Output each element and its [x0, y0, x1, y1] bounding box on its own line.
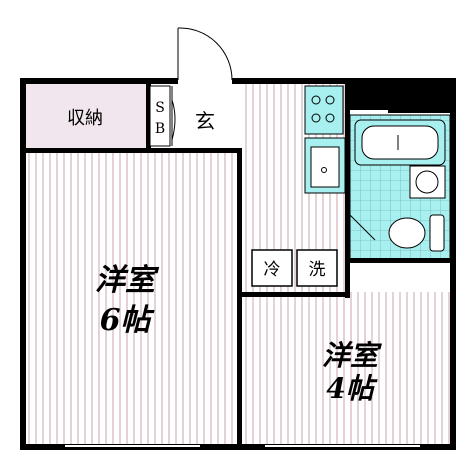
wall-bath-bottom	[345, 258, 456, 263]
room-western-6-size: 6帖	[100, 303, 156, 338]
wall-bath-left	[345, 110, 350, 298]
bathtub-icon	[354, 119, 446, 166]
sink-icon	[304, 137, 346, 194]
wall-right	[450, 78, 456, 450]
washer-space	[296, 249, 338, 287]
wall-6-right	[237, 148, 242, 298]
washbasin-icon	[409, 165, 446, 199]
shoe-box	[149, 85, 171, 147]
storage-floor	[25, 84, 147, 150]
shoe-box-label-b: B	[155, 121, 165, 137]
entrance-door-icon	[171, 99, 176, 141]
wall-top-right	[232, 78, 456, 84]
room-western-4-size: 4帖	[326, 372, 377, 405]
wall-storage-right	[146, 84, 151, 152]
room-western-4-name: 洋室	[322, 339, 382, 372]
washer-label: 洗	[309, 260, 326, 280]
wall-storage-bottom	[20, 148, 242, 153]
storage-label: 収納	[67, 108, 103, 129]
room-western-6-name: 洋室	[95, 263, 160, 298]
wall-4-left	[237, 292, 242, 450]
stove-icon	[304, 85, 344, 135]
shoe-box-label-s: S	[155, 100, 165, 116]
room-western-6-floor	[25, 150, 240, 445]
wall-left	[20, 78, 26, 450]
wall-top-left	[20, 78, 178, 84]
bath-door-icon	[349, 214, 376, 241]
door-swing-icon[interactable]	[177, 27, 233, 81]
fridge-label: 冷	[264, 260, 281, 280]
toilet-icon	[388, 214, 445, 252]
wall-4-top	[237, 292, 350, 297]
room-western-4-floor	[240, 292, 450, 445]
fridge-space	[251, 249, 293, 287]
entrance-label: 玄	[195, 109, 215, 133]
wall-right-block	[388, 78, 456, 113]
